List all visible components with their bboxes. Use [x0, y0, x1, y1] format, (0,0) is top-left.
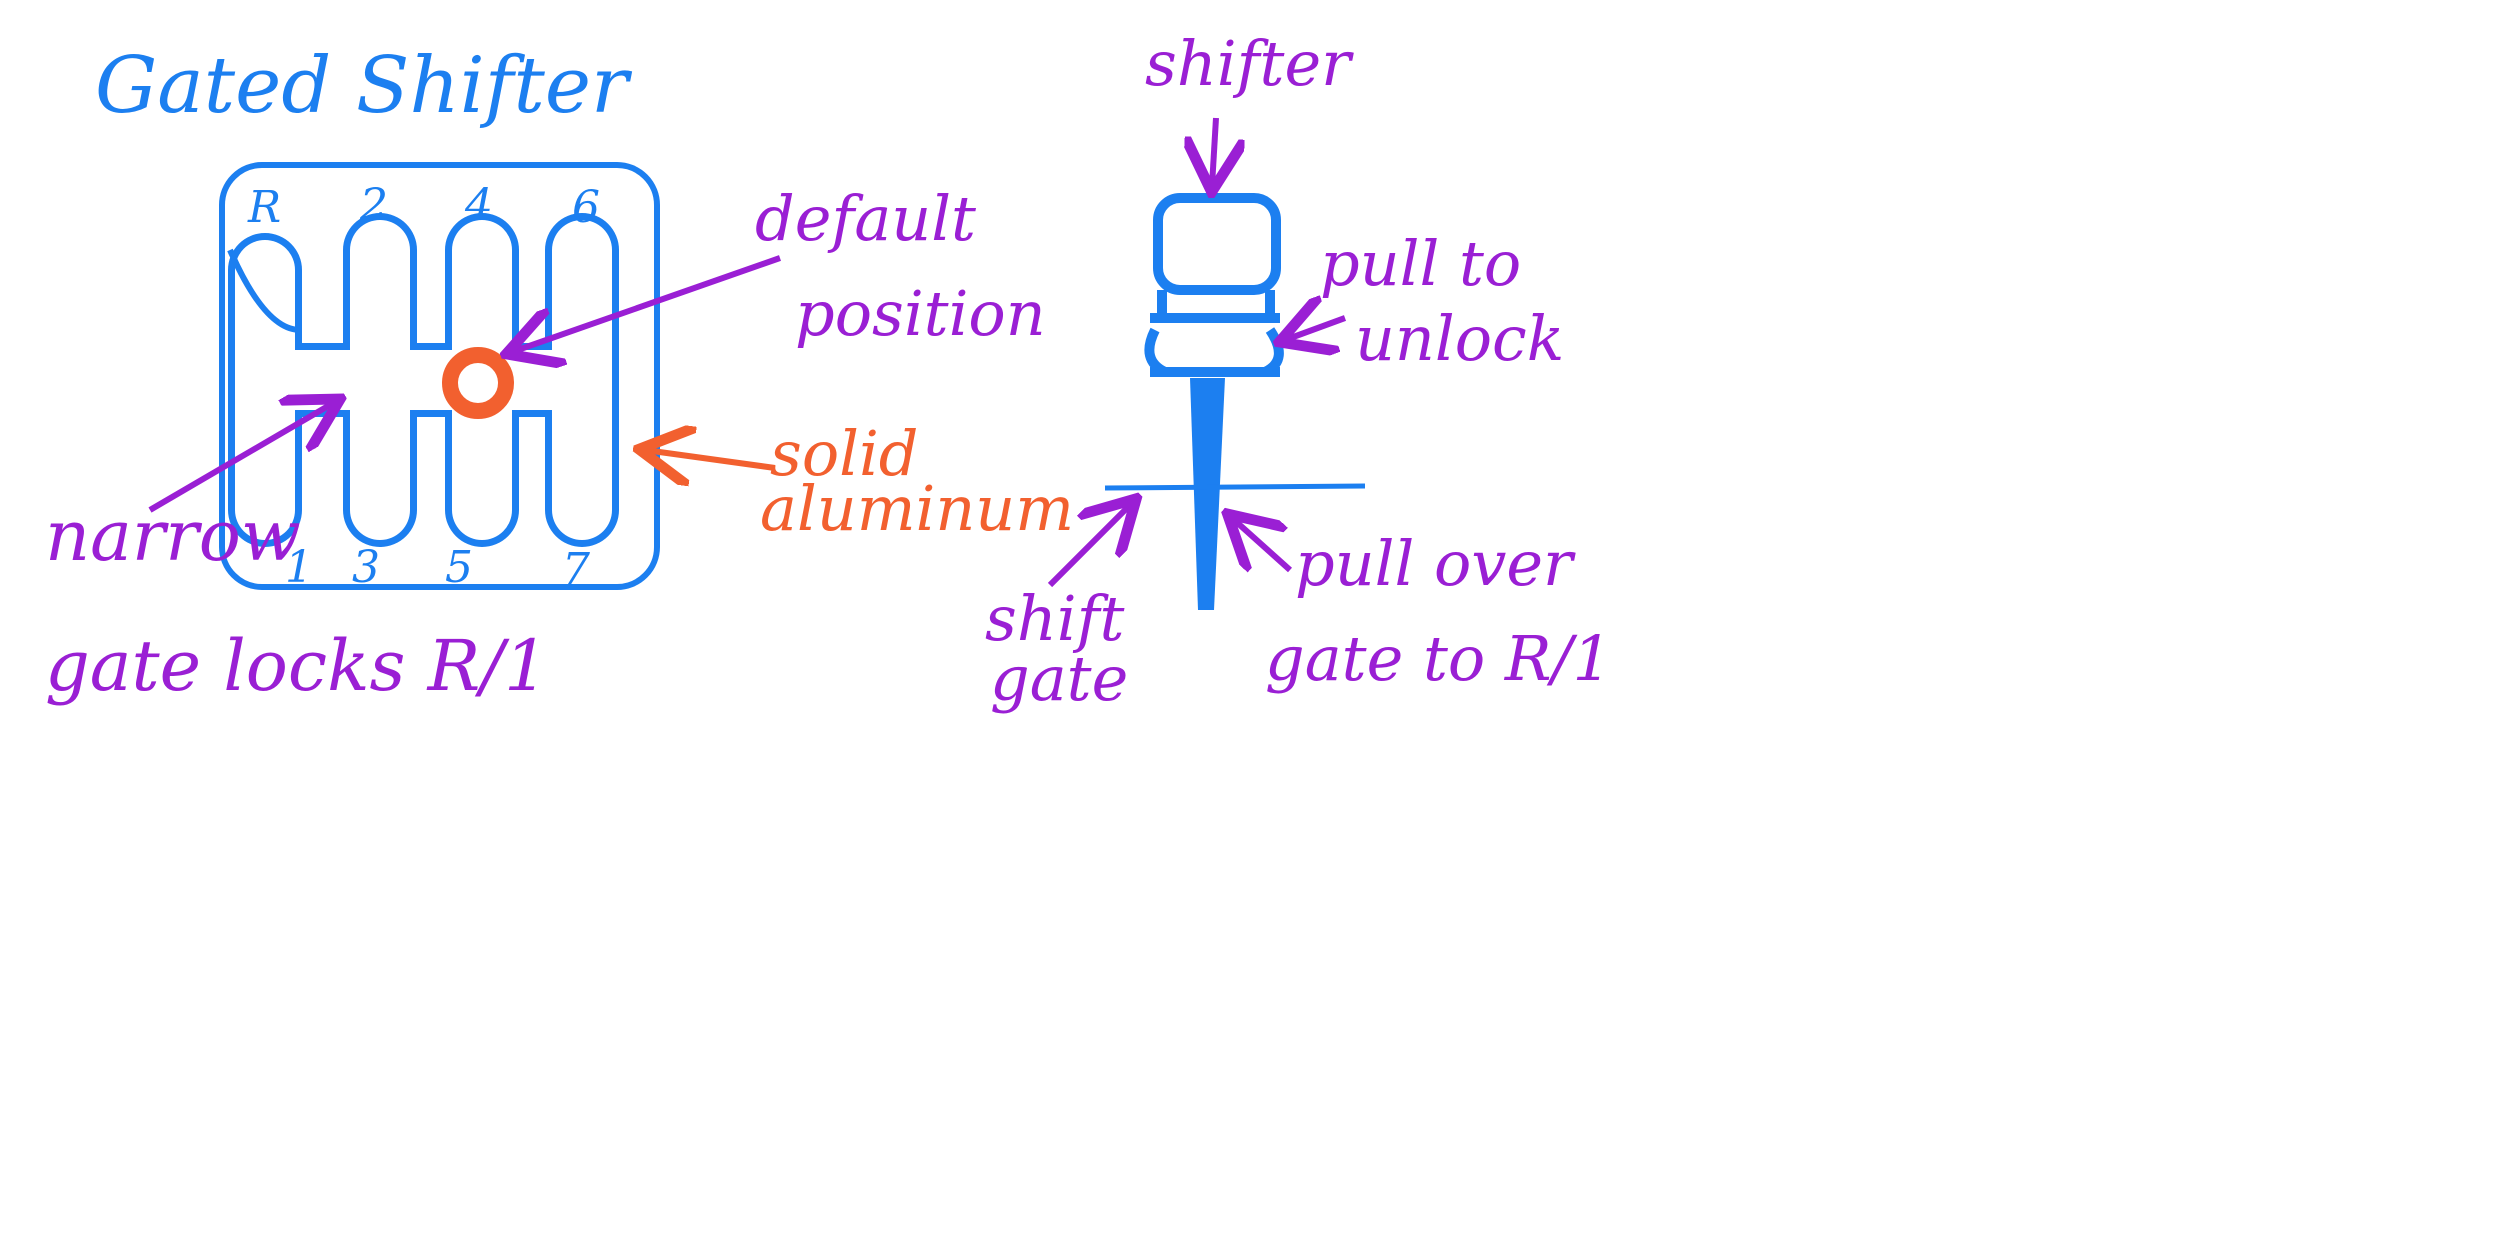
gate-plate: [219, 162, 660, 590]
narrow-gate-arrow: [148, 402, 335, 513]
pull-to-unlock-arrow: [1285, 318, 1347, 340]
gear-label-6: 6: [572, 182, 600, 233]
solid-aluminum-label: solid aluminum: [760, 417, 1074, 545]
solid-aluminum-arrow: [645, 450, 776, 468]
pull-to-unlock-label: pull to unlock: [1320, 227, 1564, 375]
shifter-knob: [1153, 193, 1281, 295]
gear-label-r: R: [247, 182, 281, 233]
shifter-side-view: [1104, 193, 1366, 610]
shift-gate-arrow: [1047, 503, 1132, 588]
shifter-label: shifter: [1145, 27, 1354, 100]
gear-label-5: 5: [445, 542, 473, 593]
shifter-arrow: [1212, 117, 1216, 186]
default-position-arrow: [512, 255, 781, 352]
top-gear-labels: R 2 4 6: [247, 180, 600, 233]
pull-over-gate-arrow: [1232, 518, 1293, 570]
shifter-shaft: [1190, 378, 1225, 610]
gear-label-7: 7: [562, 544, 590, 595]
gear-label-4: 4: [464, 180, 493, 231]
gear-label-3: 3: [352, 542, 380, 593]
default-position-dot: [442, 347, 514, 419]
shift-gate-line: [1104, 483, 1366, 491]
diagram-title: Gated Shifter: [95, 41, 633, 131]
pull-over-gate-label: pull over gate to R/1: [1265, 527, 1612, 695]
narrow-gate-label: narrow gate locks R/1: [45, 495, 549, 707]
gear-label-1: 1: [285, 542, 313, 593]
gear-label-2: 2: [359, 180, 388, 231]
shift-gate-label: shift gate: [985, 582, 1144, 715]
bottom-gear-labels: 1 3 5 7: [285, 542, 590, 595]
shifter-collar: [1144, 290, 1284, 377]
default-position-label: default position: [755, 182, 1046, 350]
